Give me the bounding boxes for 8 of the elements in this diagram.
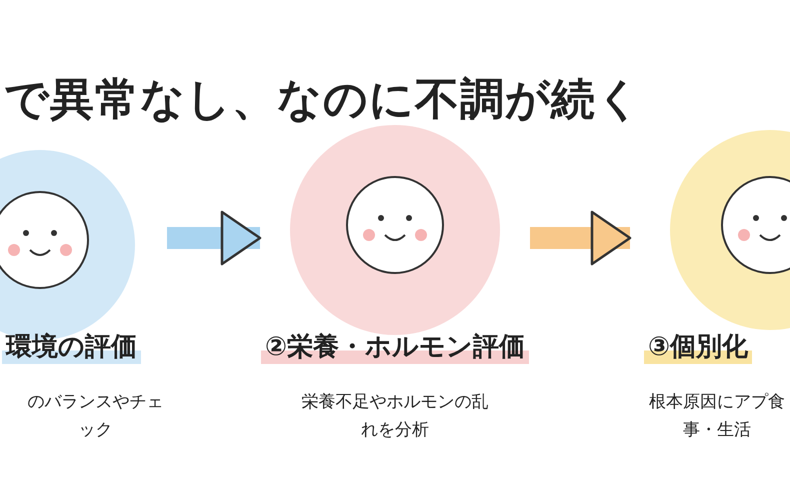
step-description: 根本原因にアプ食事・生活 [648, 391, 786, 442]
arrow [530, 210, 632, 266]
arrow [167, 210, 262, 266]
step-heading: ②栄養・ホルモン評価 [261, 330, 529, 364]
step-description: のバランスやチェック [26, 391, 164, 442]
title: で異常なし、なのに不調が続く [4, 73, 642, 127]
step-description: 栄養不足やホルモンの乱れを分析 [300, 391, 490, 442]
step-heading: 環境の評価 [2, 330, 141, 364]
